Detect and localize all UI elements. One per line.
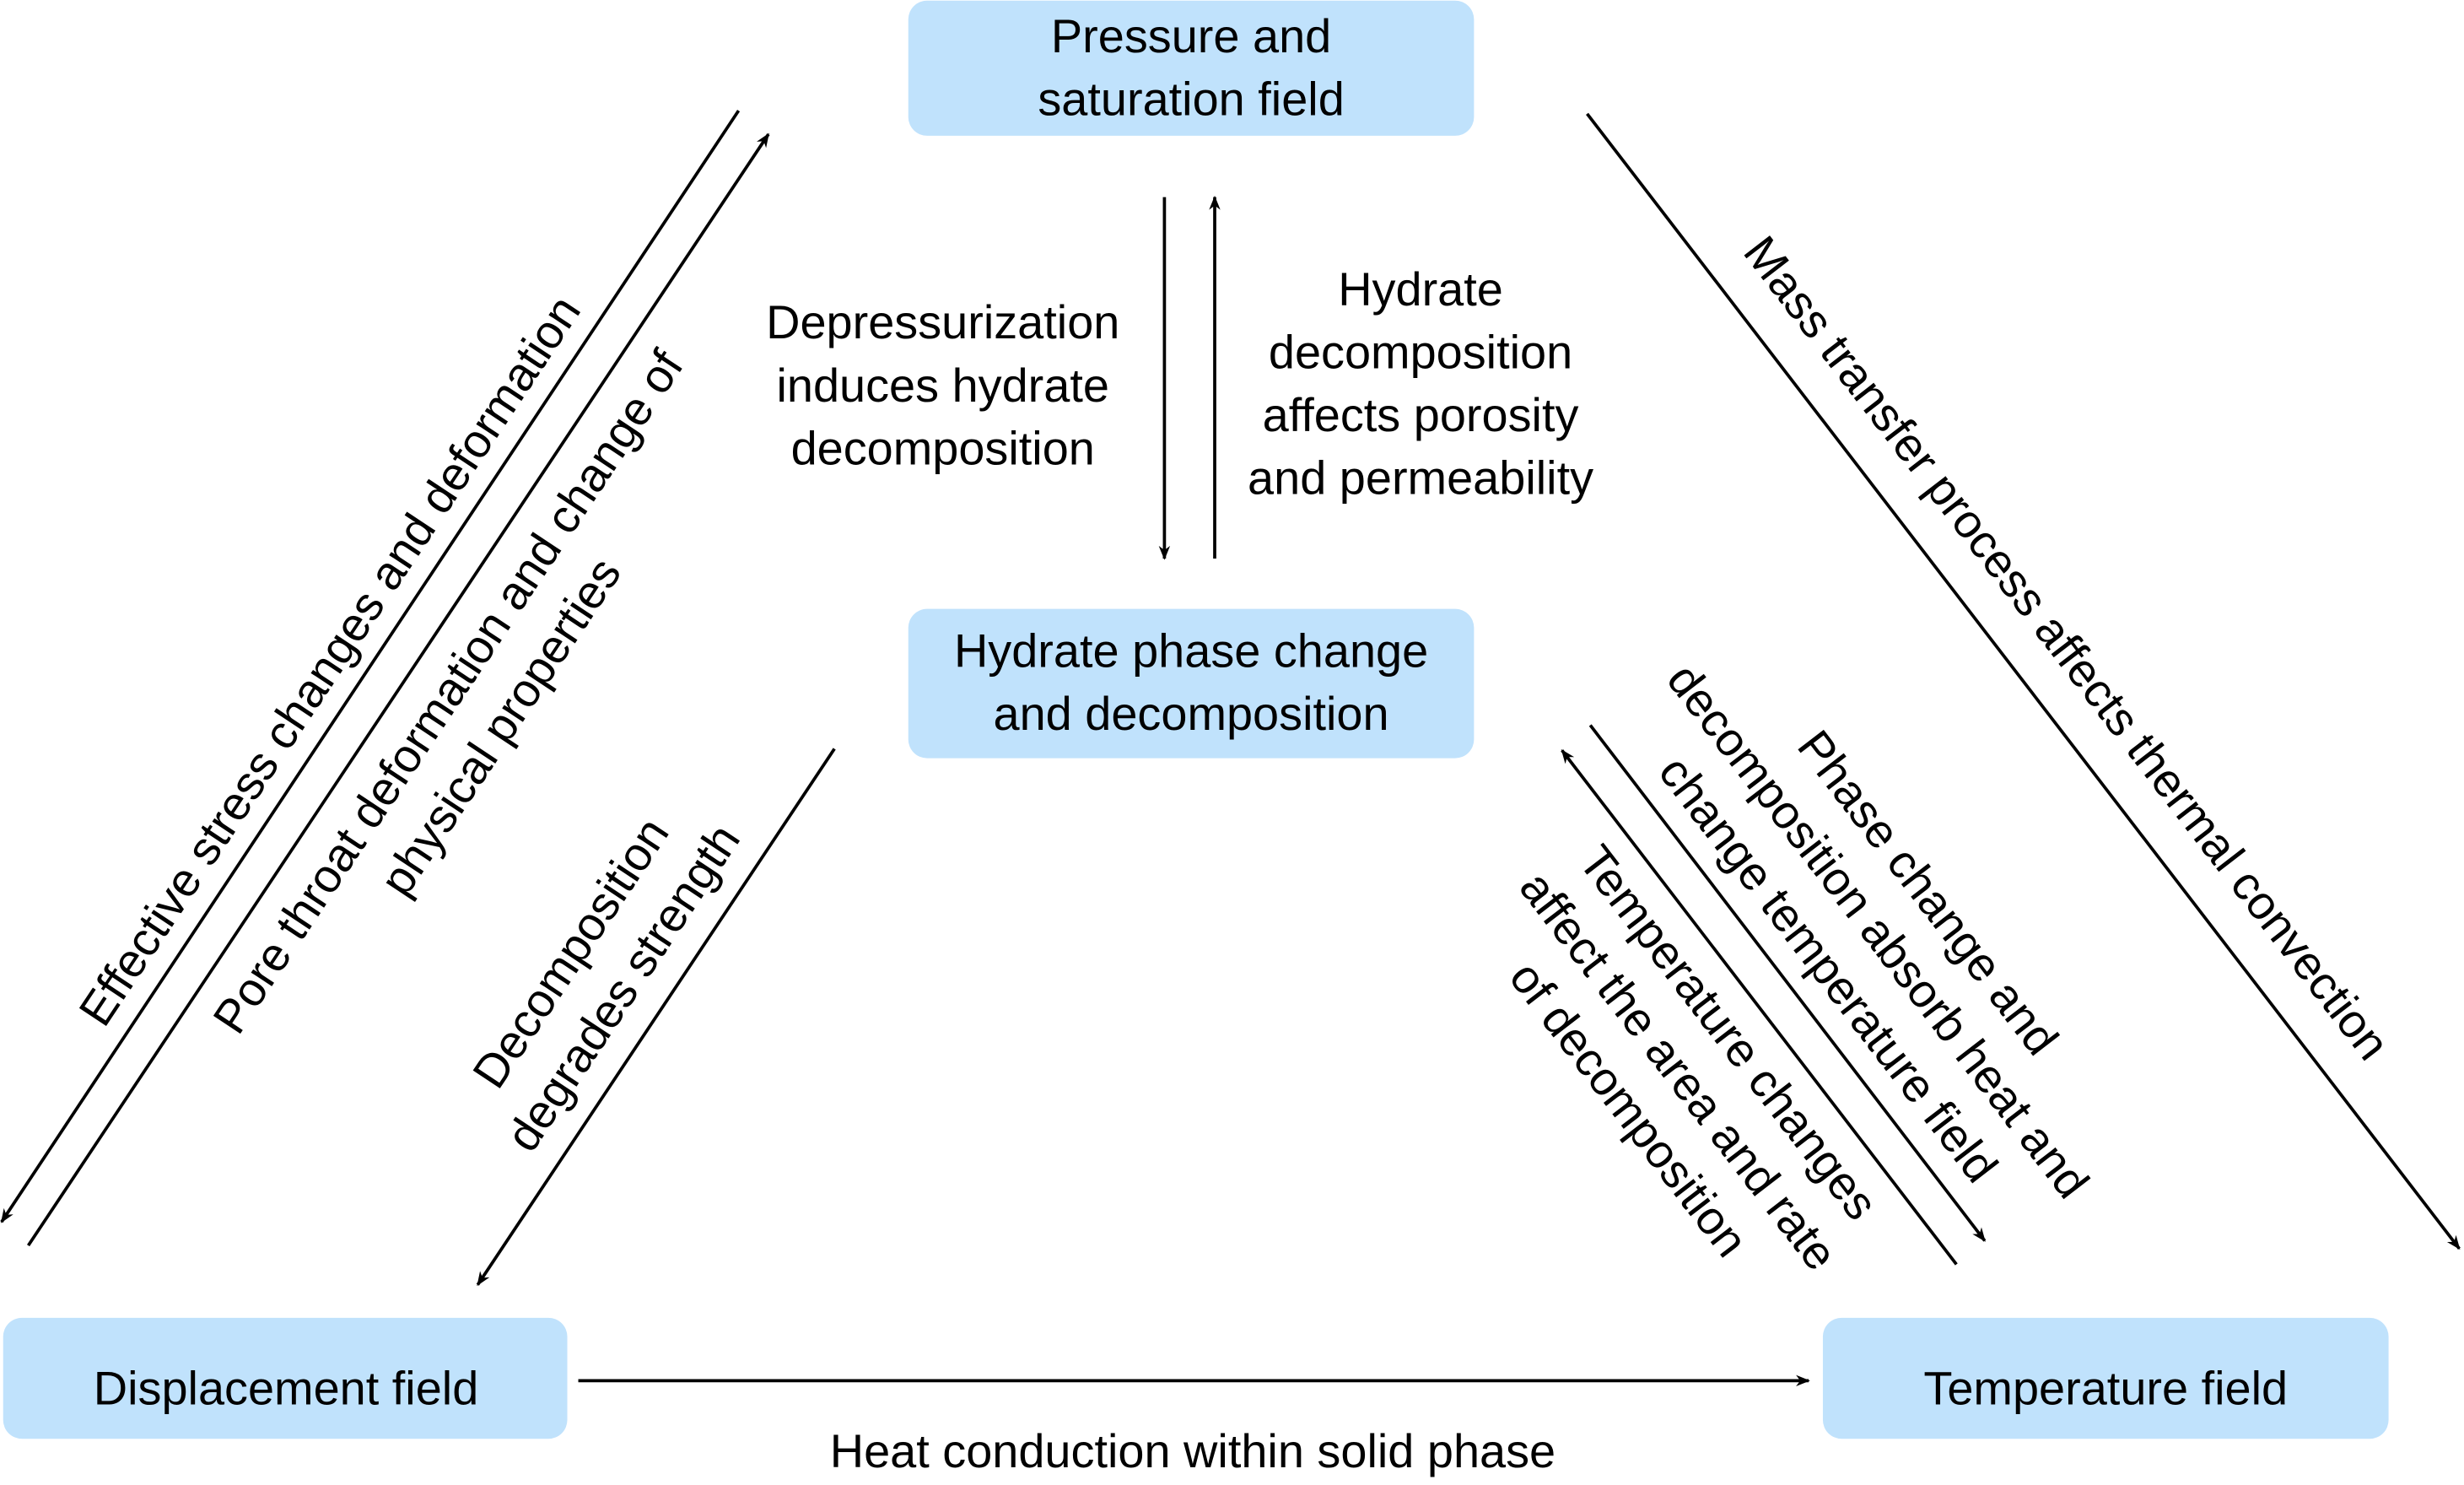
edge-label-line: affects porosity [1263,388,1579,441]
label-degrades-strength: Decomposition degrades strength [462,808,750,1161]
label-heat-conduction: Heat conduction within solid phase [830,1424,1556,1477]
node-label: Pressure and [1051,9,1331,62]
arrow-degrades-strength [476,748,836,1287]
node-temperature-field: Temperature field [1822,1317,2389,1439]
node-label: and decomposition [994,687,1389,740]
node-label: Hydrate phase change [954,624,1428,678]
arrow-effective-stress [0,110,741,1223]
arrow-pore-throat [26,132,770,1247]
arrow-mass-transfer [1586,112,2461,1250]
node-displacement-field: Displacement field [3,1317,568,1439]
label-depressurization: Depressurization induces hydrate decompo… [766,295,1119,474]
edge-label-line: induces hydrate [776,359,1108,412]
node-label: Displacement field [94,1361,479,1414]
edge-label-line: Depressurization [766,295,1119,348]
arrow-phase-change-heat [1588,724,1987,1242]
edge-label-line: decomposition [791,421,1095,474]
node-label: Temperature field [1923,1361,2288,1414]
node-hydrate-phase-change: Hydrate phase change and decomposition [908,608,1475,759]
arrow-temperature-changes [1561,748,1958,1266]
node-label: saturation field [1038,73,1344,126]
label-porosity: Hydrate decomposition affects porosity a… [1248,262,1593,505]
node-pressure-saturation: Pressure and saturation field [908,0,1475,136]
edge-label-line: Hydrate [1338,262,1503,316]
edge-label-line: and permeability [1248,451,1593,505]
edge-label-line: decomposition [1269,326,1572,379]
